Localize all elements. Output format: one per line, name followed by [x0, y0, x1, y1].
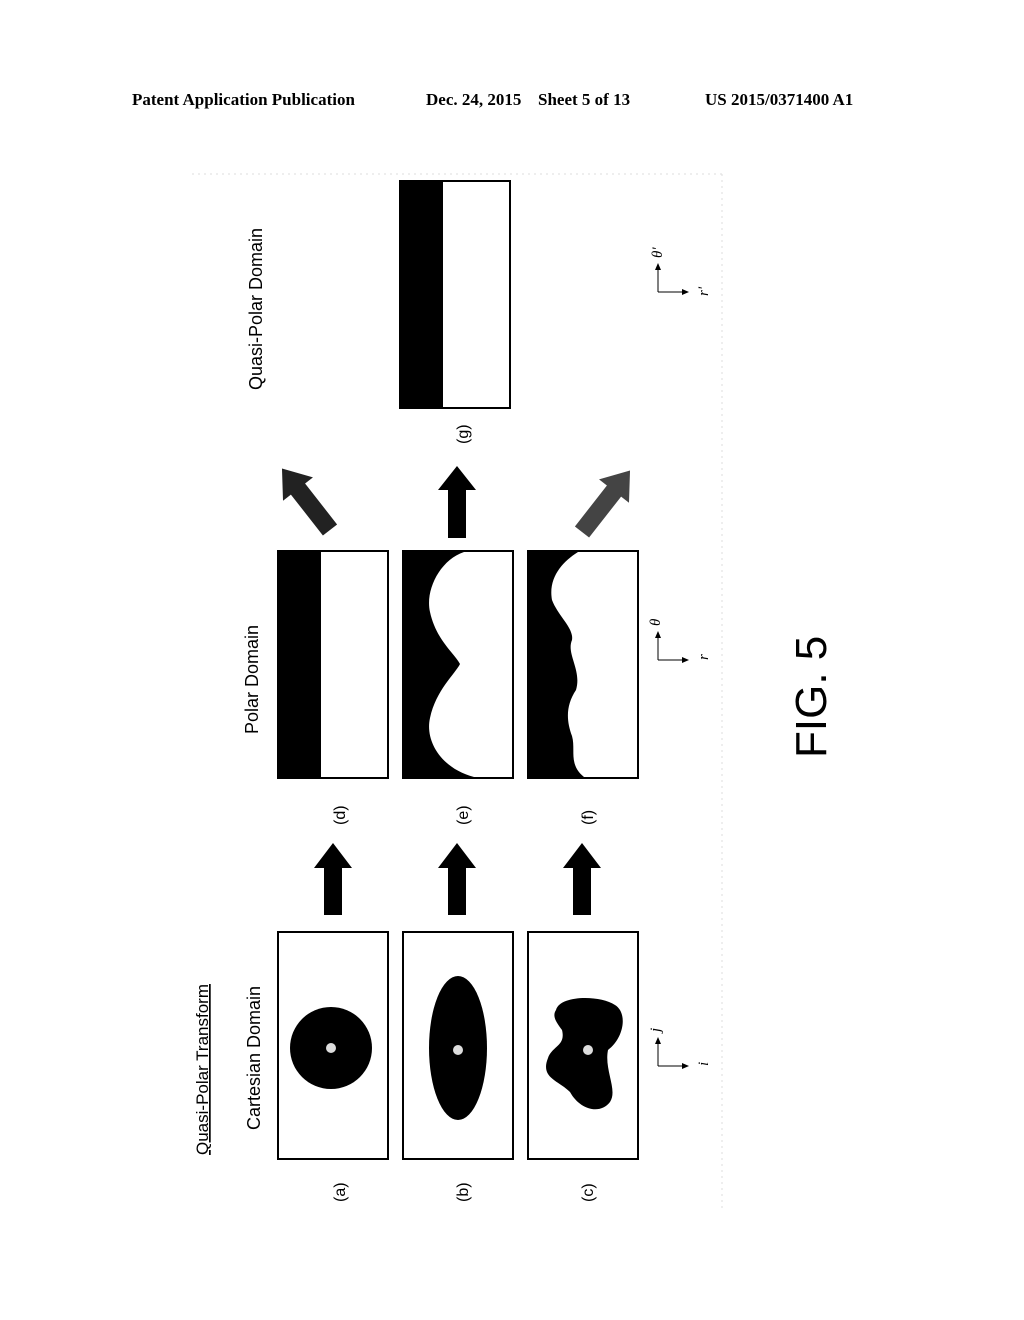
cartesian-axes: i j	[648, 1028, 712, 1069]
panel-label-d: (d)	[332, 805, 349, 825]
panel-label-e: (e)	[455, 805, 472, 825]
panel-e	[402, 550, 514, 779]
axis-label-theta-prime: θ'	[650, 247, 666, 258]
panel-c	[527, 931, 639, 1160]
figure-title: Quasi-Polar Transform	[193, 984, 212, 1155]
arrows-polar-to-quasi	[281, 466, 631, 538]
panel-label-b: (b)	[455, 1182, 472, 1202]
quasi-polar-axes: r' θ'	[650, 247, 712, 296]
panel-label-g: (g)	[455, 424, 472, 444]
panel-label-f: (f)	[580, 810, 597, 825]
polar-domain-label: Polar Domain	[242, 625, 262, 734]
panel-a	[277, 931, 389, 1160]
publication-date: Dec. 24, 2015	[426, 90, 522, 109]
sheet-number: Sheet 5 of 13	[538, 90, 631, 109]
axis-label-i: i	[696, 1062, 712, 1066]
panel-d	[277, 550, 389, 779]
axis-label-j: j	[648, 1028, 664, 1034]
patent-number: US 2015/0371400 A1	[705, 90, 854, 109]
panel-g	[399, 180, 511, 409]
axis-label-r-prime: r'	[696, 286, 712, 296]
axis-label-r: r	[696, 654, 712, 660]
arrows-cartesian-to-polar	[314, 843, 601, 915]
quasi-polar-domain-label: Quasi-Polar Domain	[246, 228, 266, 390]
panel-label-c: (c)	[580, 1183, 597, 1202]
axis-label-theta: θ	[648, 618, 664, 626]
polar-axes: r θ	[648, 618, 712, 663]
panel-label-a: (a)	[332, 1182, 349, 1202]
publication-label: Patent Application Publication	[132, 90, 355, 109]
patent-header: Patent Application Publication Dec. 24, …	[0, 90, 1024, 114]
panel-f	[527, 550, 639, 779]
figure-caption: FIG. 5	[787, 636, 836, 758]
panel-b	[402, 931, 514, 1160]
cartesian-domain-label: Cartesian Domain	[244, 986, 264, 1130]
